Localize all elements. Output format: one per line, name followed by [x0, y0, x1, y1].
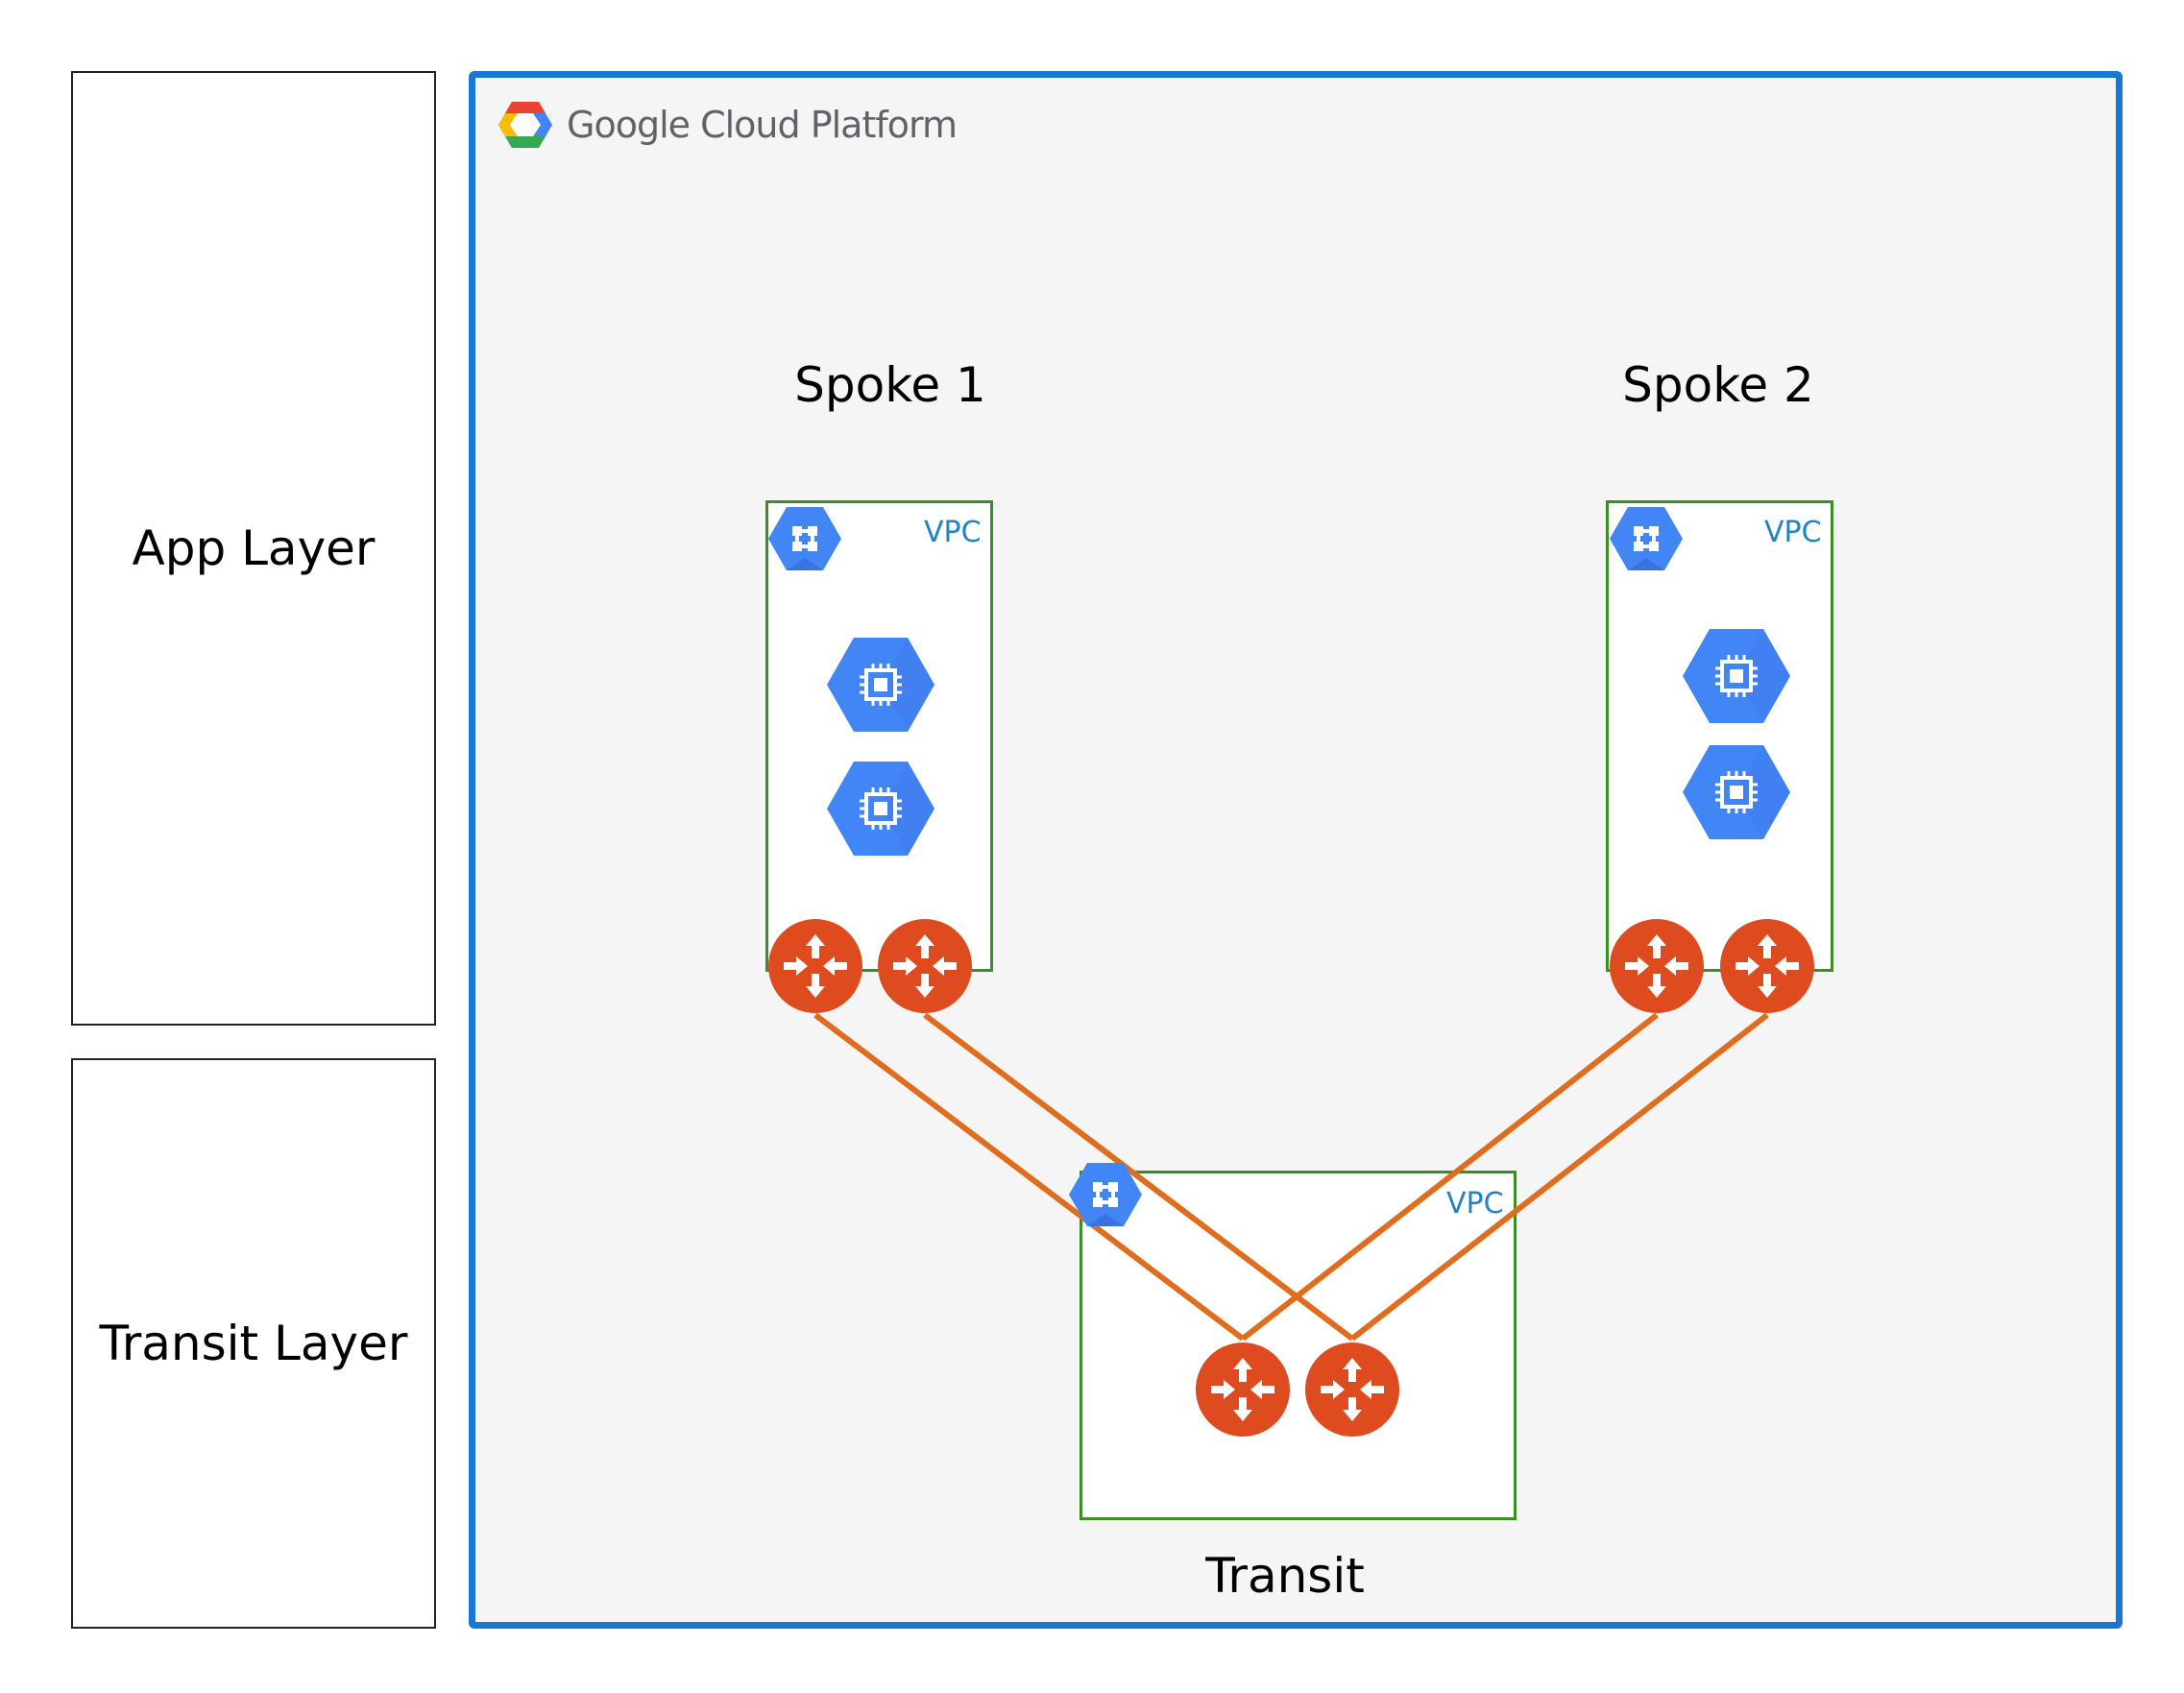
spoke2-compute-engine-icon-2 — [1681, 743, 1792, 841]
spoke1-vpc-network-icon — [768, 507, 841, 570]
app-layer-label: App Layer — [132, 520, 376, 576]
spoke1-vpc-label: VPC — [924, 516, 982, 549]
link-spoke2-router1-to-transit-router1 — [1241, 1012, 1659, 1342]
transit-cloud-router-icon-1 — [1196, 1342, 1290, 1437]
spoke2-cloud-router-icon-2 — [1720, 919, 1814, 1013]
spoke2-compute-engine-icon-1 — [1681, 627, 1792, 725]
link-spoke1-router2-to-transit-router2 — [923, 1012, 1354, 1342]
spoke1-compute-engine-icon-2 — [825, 760, 936, 858]
spoke2-vpc-label: VPC — [1764, 516, 1822, 549]
spoke1-vpc-box — [765, 500, 993, 972]
gcp-platform-name: Google Cloud Platform — [567, 104, 958, 146]
spoke2-cloud-router-icon-1 — [1610, 919, 1704, 1013]
spoke1-label: Spoke 1 — [794, 357, 986, 413]
transit-vpc-label: VPC — [1446, 1187, 1504, 1221]
transit-layer-box: Transit Layer — [71, 1058, 436, 1629]
spoke2-label: Spoke 2 — [1622, 357, 1814, 413]
transit-cloud-router-icon-2 — [1305, 1342, 1399, 1437]
gcp-brand: Google Cloud Platform — [497, 100, 958, 150]
spoke1-cloud-router-icon-1 — [768, 919, 862, 1013]
spoke2-vpc-network-icon — [1610, 507, 1683, 570]
transit-layer-label: Transit Layer — [99, 1316, 408, 1371]
link-spoke1-router1-to-transit-router1 — [813, 1012, 1245, 1342]
router-links — [813, 1012, 1769, 1342]
spoke1-compute-engine-icon-1 — [825, 636, 936, 734]
transit-vpc-box — [1080, 1171, 1517, 1520]
spoke1-cloud-router-icon-2 — [878, 919, 972, 1013]
spoke2-vpc-box — [1606, 500, 1833, 972]
google-cloud-logo-icon — [498, 102, 552, 148]
app-layer-box: App Layer — [71, 71, 436, 1026]
link-spoke2-router2-to-transit-router2 — [1350, 1012, 1769, 1342]
transit-label: Transit — [1205, 1548, 1365, 1604]
